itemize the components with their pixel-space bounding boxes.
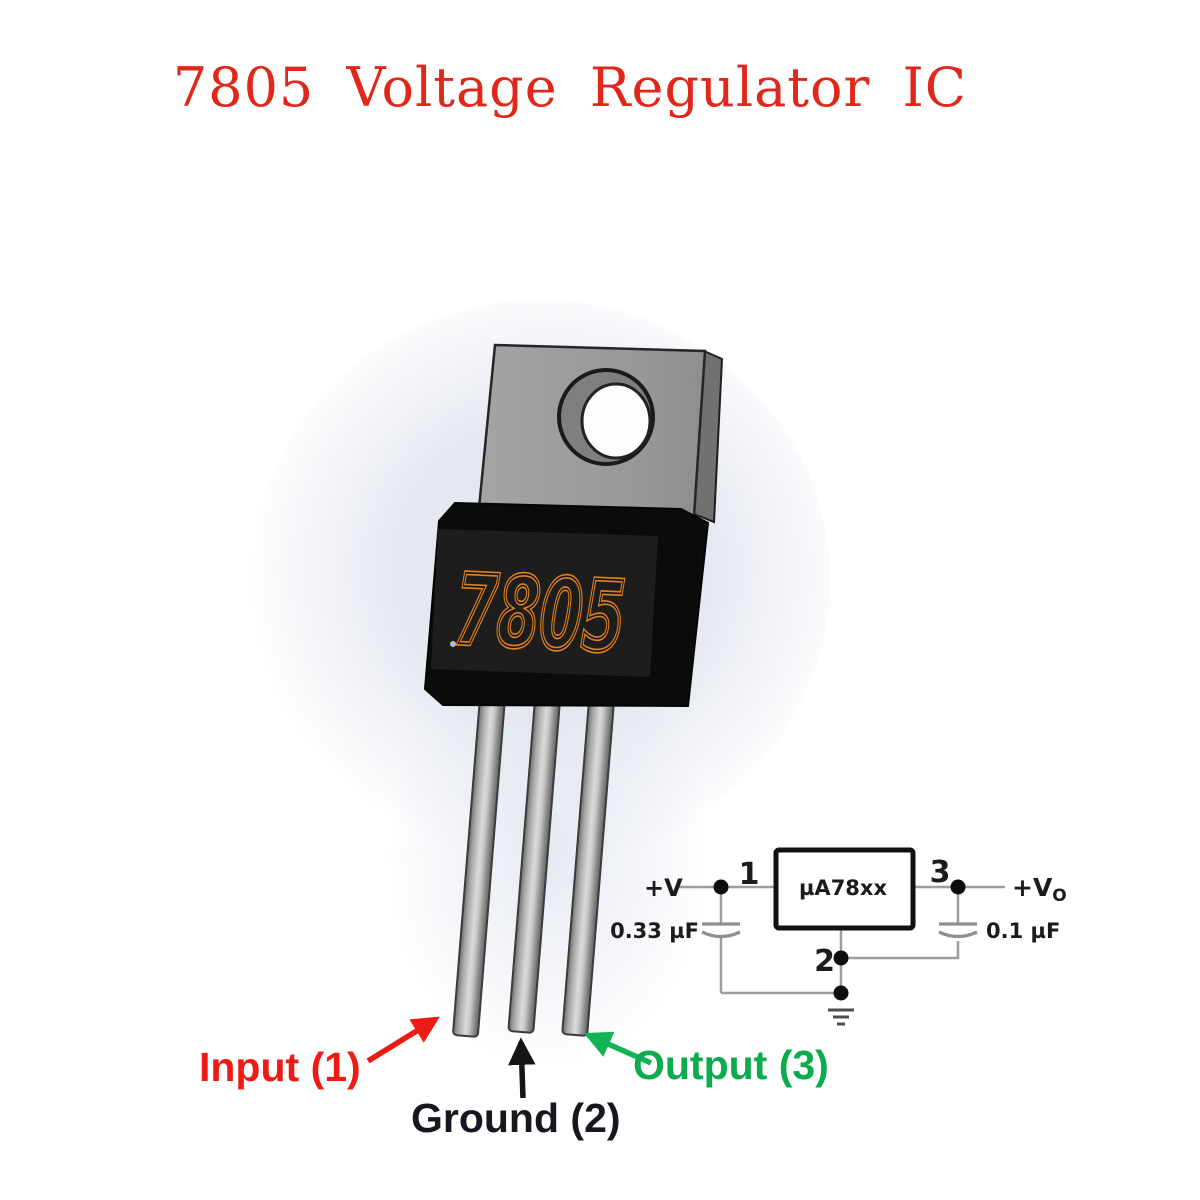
body-speck	[450, 641, 456, 647]
schematic-pin2-number: 2	[814, 944, 835, 979]
mounting-hole-outer	[557, 368, 655, 466]
ground-symbol	[828, 1008, 854, 1026]
output-capacitor-value: 0.1 µF	[986, 919, 1060, 943]
output-pin-label: Output (3)	[633, 1042, 829, 1088]
chip-marking: 7805 7805	[450, 551, 630, 677]
input-voltage-label: +V	[644, 874, 683, 902]
svg-text:7805: 7805	[452, 553, 627, 674]
metal-tab-front	[477, 343, 707, 518]
regulator-box	[773, 847, 916, 931]
input-capacitor-symbol	[701, 922, 741, 939]
chip-body	[423, 501, 710, 708]
ground-pin-label: Ground (2)	[411, 1095, 621, 1141]
output-voltage-label: +VO	[1012, 873, 1067, 906]
metal-tab-side	[692, 349, 724, 524]
component-glow	[250, 300, 830, 860]
pin-leg-output	[561, 697, 615, 1037]
pin-leg-input	[452, 694, 506, 1038]
schematic-pin1-number: 1	[739, 857, 760, 892]
regulator-label: µA78xx	[799, 876, 887, 900]
chip-body-face	[431, 529, 658, 677]
mounting-hole-inner	[580, 382, 652, 460]
page-title: 7805 Voltage Regulator IC	[172, 56, 968, 119]
circuit-wires	[677, 885, 1005, 995]
input-pin-label: Input (1)	[199, 1044, 361, 1090]
transistor-illustration: 7805 7805	[423, 343, 724, 1038]
svg-text:7805: 7805	[452, 553, 627, 674]
input-capacitor-value: 0.33 µF	[610, 919, 699, 943]
pin-leg-ground	[507, 696, 561, 1034]
ground-arrow	[508, 1037, 536, 1099]
input-arrow	[366, 1016, 440, 1064]
application-circuit: +V +VO µA78xx 1 3 2 0.33 µF 0.1 µF	[610, 847, 1067, 1026]
legs-glow	[378, 630, 718, 1080]
junction-dots	[713, 879, 966, 1001]
output-capacitor-symbol	[938, 922, 978, 939]
schematic-pin3-number: 3	[930, 855, 951, 890]
